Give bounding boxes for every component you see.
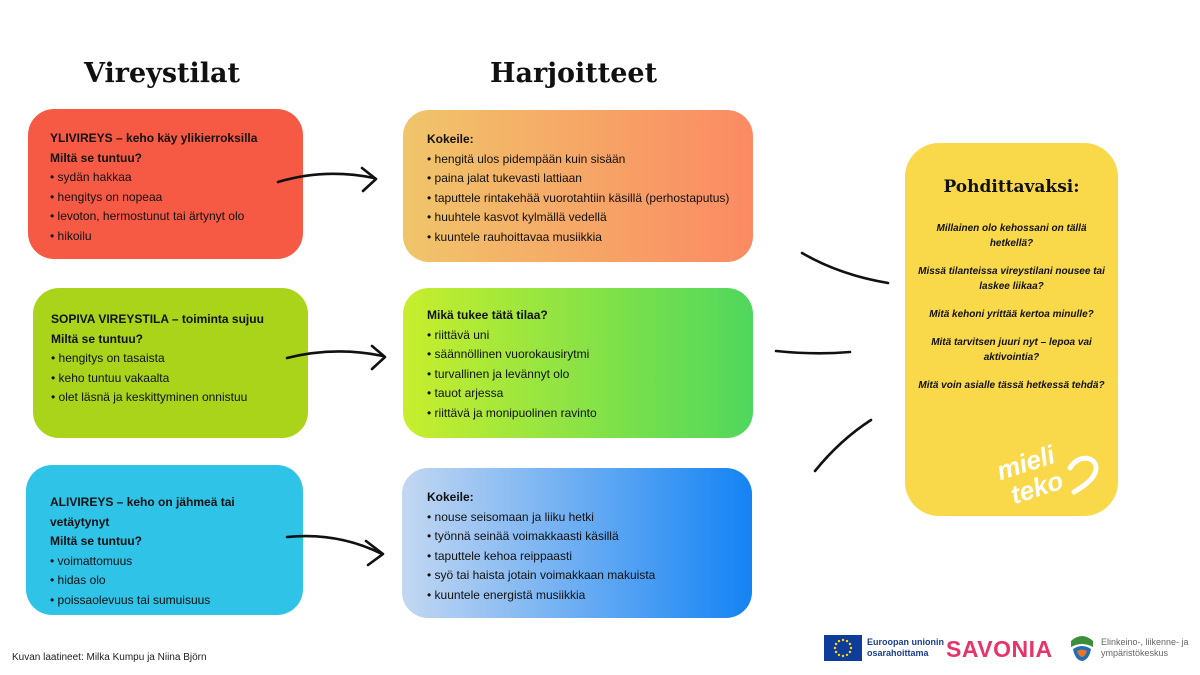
savonia-logo: SAVONIA: [946, 636, 1053, 662]
state-question: Miltä se tuntuu?: [51, 331, 143, 346]
eu-star-icon: [841, 638, 845, 642]
state-title: YLIVIREYS – keho käy ylikierroksilla: [50, 131, 258, 145]
eu-star-icon: [848, 650, 852, 654]
state-question: Miltä se tuntuu?: [50, 534, 142, 548]
list-item: tauot arjessa: [427, 384, 739, 404]
reflection-question: Mitä tarvitsen juuri nyt – lepoa vai akt…: [931, 337, 1092, 363]
list-item: säännöllinen vuorokausirytmi: [427, 345, 739, 365]
eu-star-icon: [837, 639, 841, 643]
ely-emblem-icon: [1071, 636, 1093, 661]
list-item: kuuntele energistä musiikkia: [427, 586, 738, 606]
arrow-icon: [285, 534, 384, 556]
exercise-list: nouse seisomaan ja liiku hetki työnnä se…: [427, 508, 738, 606]
arrow-icon: [276, 172, 376, 184]
state-card-underarousal: ALIVIREYS – keho on jähmeä tai vetäytyny…: [26, 465, 303, 615]
eu-funding-logo: Euroopan unionin osarahoittama: [824, 635, 944, 661]
eu-star-icon: [845, 653, 849, 657]
list-item: hengitä ulos pidempään kuin sisään: [427, 150, 739, 170]
exercise-title: Mikä tukee tätä tilaa?: [427, 308, 548, 322]
eu-star-icon: [848, 642, 852, 646]
exercise-card-activating: Kokeile: nouse seisomaan ja liiku hetki …: [402, 468, 752, 618]
ely-text-line: ympäristökeskus: [1101, 648, 1169, 658]
list-item: syö tai haista jotain voimakkaan makuist…: [427, 566, 738, 586]
state-title: SOPIVA VIREYSTILA – toiminta sujuu: [51, 312, 264, 326]
list-item: sydän hakkaa: [50, 168, 287, 188]
state-card-overarousal: YLIVIREYS – keho käy ylikierroksilla Mil…: [28, 109, 303, 259]
arrow-head-icon: [364, 539, 385, 567]
reflection-question: Missä tilanteissa vireystilani nousee ta…: [918, 266, 1105, 292]
list-item: riittävä uni: [427, 326, 739, 346]
list-item: huuhtele kasvot kylmällä vedellä: [427, 208, 739, 228]
eu-star-icon: [845, 639, 849, 643]
arrow-head-icon: [370, 344, 387, 371]
list-item: levoton, hermostunut tai ärtynyt olo: [50, 207, 287, 227]
list-item: hikoilu: [50, 227, 287, 247]
eu-text-line: Euroopan unionin: [867, 637, 944, 647]
list-item: kuuntele rauhoittavaa musiikkia: [427, 228, 739, 248]
ely-text-line: Elinkeino-, liikenne- ja: [1101, 637, 1189, 647]
eu-star-icon: [833, 646, 837, 650]
state-list: voimattomuus hidas olo poissaolevuus tai…: [50, 552, 287, 611]
list-item: riittävä ja monipuolinen ravinto: [427, 404, 739, 424]
list-item: keho tuntuu vakaalta: [51, 369, 292, 389]
eu-star-icon: [834, 650, 838, 654]
list-item: työnnä seinää voimakkaasti käsillä: [427, 527, 738, 547]
list-item: olet läsnä ja keskittyminen onnistuu: [51, 388, 292, 408]
state-question: Miltä se tuntuu?: [50, 150, 142, 165]
connector-line: [800, 251, 890, 285]
arrow-head-icon: [360, 166, 378, 193]
state-list: hengitys on tasaista keho tuntuu vakaalt…: [51, 349, 292, 408]
ely-centre-logo: Elinkeino-, liikenne- ja ympäristökeskus: [1067, 633, 1189, 663]
exercises-heading: Harjoitteet: [490, 58, 658, 89]
credit-text: Kuvan laatineet: Milka Kumpu ja Niina Bj…: [12, 652, 207, 663]
eu-star-icon: [837, 653, 841, 657]
list-item: hengitys on tasaista: [51, 349, 292, 369]
list-item: hengitys on nopeaa: [50, 188, 287, 208]
exercise-title: Kokeile:: [427, 490, 474, 504]
list-item: nouse seisomaan ja liiku hetki: [427, 508, 738, 528]
list-item: taputtele kehoa reippaasti: [427, 547, 738, 567]
state-title: ALIVIREYS – keho on jähmeä tai vetäytyny…: [50, 495, 235, 529]
reflection-question: Mitä voin asialle tässä hetkessä tehdä?: [918, 380, 1105, 391]
eu-star-icon: [849, 646, 853, 650]
exercise-list: riittävä uni säännöllinen vuorokausirytm…: [427, 326, 739, 424]
list-item: voimattomuus: [50, 552, 287, 572]
exercise-list: hengitä ulos pidempään kuin sisään paina…: [427, 150, 739, 248]
exercise-card-supporting: Mikä tukee tätä tilaa? riittävä uni sään…: [403, 288, 753, 438]
arrow-icon: [285, 350, 385, 360]
state-card-optimal: SOPIVA VIREYSTILA – toiminta sujuu Miltä…: [33, 288, 308, 438]
list-item: paina jalat tukevasti lattiaan: [427, 169, 739, 189]
eu-flag-icon: [824, 635, 862, 661]
eu-star-icon: [834, 642, 838, 646]
exercise-title: Kokeile:: [427, 132, 474, 146]
list-item: taputtele rintakehää vuorotahtiin käsill…: [427, 189, 739, 209]
list-item: hidas olo: [50, 571, 287, 591]
exercise-card-calming: Kokeile: hengitä ulos pidempään kuin sis…: [403, 110, 753, 262]
list-item: turvallinen ja levännyt olo: [427, 365, 739, 385]
eu-text-line: osarahoittama: [867, 648, 929, 658]
connector-line: [813, 418, 873, 473]
connector-line: [774, 349, 852, 355]
list-item: poissaolevuus tai sumuisuus: [50, 591, 287, 611]
reflection-question: Mitä kehoni yrittää kertoa minulle?: [929, 309, 1094, 320]
reflection-question: Millainen olo kehossani on tällä hetkell…: [936, 223, 1087, 249]
reflection-card: Pohdittavaksi: Millainen olo kehossani o…: [905, 143, 1118, 516]
states-heading: Vireystilat: [84, 58, 240, 89]
reflection-title: Pohdittavaksi:: [943, 177, 1080, 197]
eu-star-icon: [841, 654, 845, 658]
mieliteko-logo-icon: mieli teko: [993, 439, 1099, 508]
state-list: sydän hakkaa hengitys on nopeaa levoton,…: [50, 168, 287, 246]
